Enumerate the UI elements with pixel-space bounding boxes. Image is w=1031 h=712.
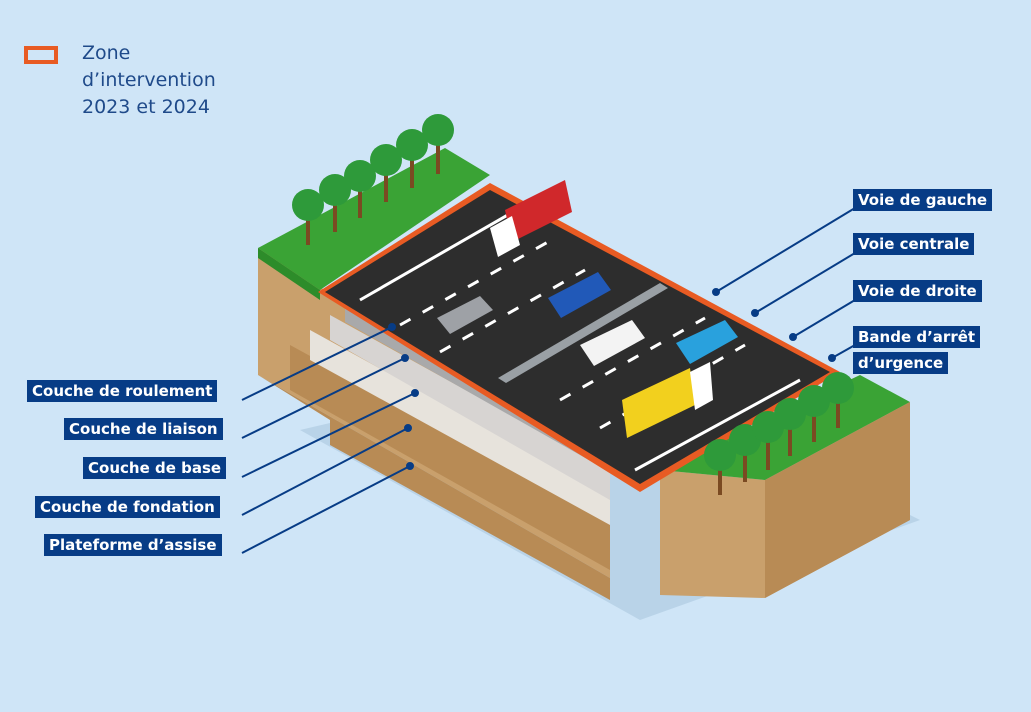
- leader-lines-right: [712, 207, 856, 362]
- legend-text: Zone d’intervention 2023 et 2024: [82, 40, 282, 121]
- label-bande-arret-2: d’urgence: [853, 352, 949, 374]
- yellow-truck: [622, 362, 713, 438]
- legend-line-2: d’intervention: [82, 69, 216, 91]
- right-bank-side: [765, 402, 910, 598]
- leader-lines-left: [241, 323, 419, 554]
- layer-plateforme: [290, 345, 610, 570]
- intervention-zone-swatch: [24, 46, 58, 64]
- label-couche-de-base: Couche de base: [83, 457, 227, 479]
- label-plateforme-assise: Plateforme d’assise: [44, 534, 222, 556]
- label-couche-de-liaison: Couche de liaison: [64, 418, 223, 440]
- grey-car: [437, 296, 493, 334]
- central-barrier: [498, 283, 668, 383]
- left-bank-grass-edge: [258, 248, 320, 300]
- blue-car-right: [676, 320, 738, 364]
- label-couche-de-fondation: Couche de fondation: [35, 496, 220, 518]
- left-bank-soil-steps: [258, 375, 610, 600]
- trees-right: [704, 372, 854, 495]
- label-bande-arret-1: Bande d’arrêt: [853, 326, 981, 348]
- label-voie-de-gauche: Voie de gauche: [853, 189, 993, 211]
- red-truck: [490, 180, 572, 257]
- blue-car-left: [548, 272, 611, 318]
- label-couche-de-roulement: Couche de roulement: [27, 380, 218, 402]
- legend-line-1: Zone: [82, 42, 131, 64]
- legend-line-3: 2023 et 2024: [82, 96, 210, 118]
- trees-left: [292, 114, 454, 245]
- layer-fondation: [310, 330, 610, 525]
- white-car: [580, 320, 645, 366]
- left-bank-grass: [258, 148, 490, 290]
- label-voie-centrale: Voie centrale: [853, 233, 975, 255]
- label-voie-de-droite: Voie de droite: [853, 280, 982, 302]
